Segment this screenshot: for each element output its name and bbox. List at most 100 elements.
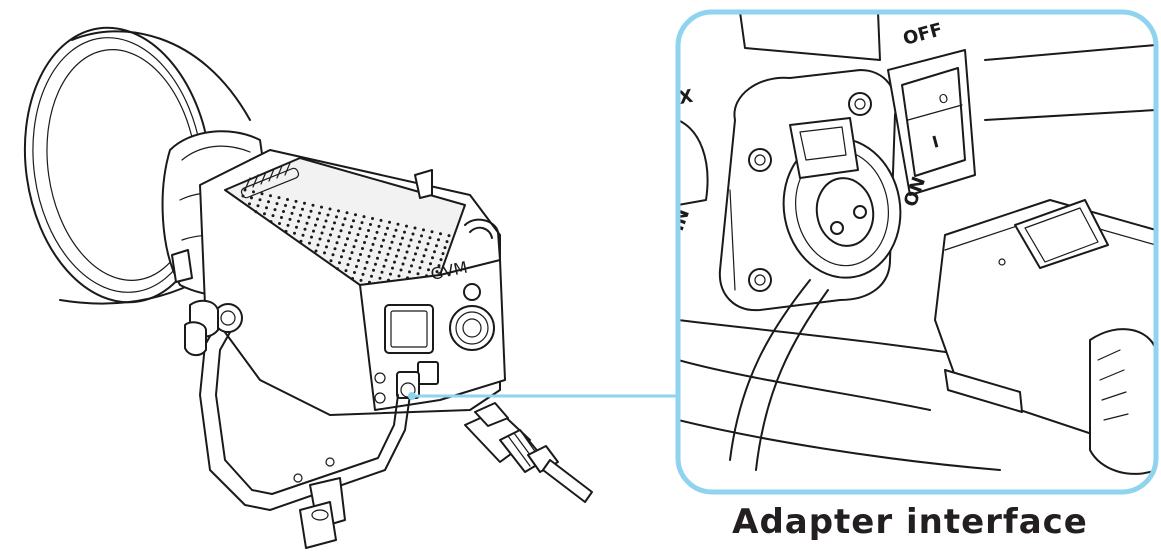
vent-hole [399, 268, 403, 272]
vent-hole [329, 233, 332, 237]
vent-hole [320, 205, 323, 209]
vent-hole [355, 265, 358, 268]
top-handle [464, 218, 501, 261]
vent-hole [358, 227, 362, 231]
vent-hole [447, 234, 451, 238]
vent-hole [293, 231, 296, 235]
vent-hole [405, 250, 409, 254]
vent-hole [372, 268, 375, 272]
vent-hole [346, 237, 349, 241]
vent-hole [359, 278, 363, 282]
vent-hole [377, 224, 381, 228]
vent-hole [408, 270, 411, 274]
vent-hole [356, 233, 360, 237]
vent-hole [411, 232, 415, 236]
vent-hole [424, 248, 428, 252]
vent-hole [309, 209, 313, 213]
vent-hole [336, 267, 339, 271]
vent-hole [427, 268, 430, 272]
vent-hole [420, 234, 423, 238]
vent-holes [241, 188, 451, 284]
vent-hole [410, 264, 413, 268]
vent-hole [278, 222, 281, 225]
vent-hole [269, 220, 273, 224]
vent-hole [352, 219, 355, 223]
vent-hole [382, 264, 386, 268]
vent-hole [256, 204, 260, 208]
vent-hole [399, 242, 402, 246]
vent-hole [301, 207, 304, 211]
switch-off-symbol: O [937, 91, 950, 107]
vent-hole [320, 231, 324, 235]
vent-hole [386, 252, 390, 256]
vent-hole [373, 236, 377, 240]
display-screen [384, 304, 434, 354]
vent-hole [430, 230, 434, 234]
vent-hole [379, 218, 383, 222]
vent-hole [380, 270, 384, 274]
vent-hole [335, 215, 338, 219]
vent-hole [338, 261, 341, 265]
vent-hole [413, 226, 417, 230]
vent-hole [370, 274, 373, 278]
switch-on-symbol: I [930, 132, 941, 152]
light-fixture: GVM [23, 26, 506, 549]
vent-hole [301, 233, 305, 237]
vent-hole [343, 217, 347, 221]
vent-hole [318, 211, 321, 215]
vent-hole [386, 226, 389, 230]
vent-hole [348, 231, 351, 235]
vent-hole [409, 238, 413, 242]
vent-hole [397, 274, 401, 278]
vent-hole [384, 232, 387, 236]
vent-hole [340, 255, 343, 259]
vent-hole [416, 246, 419, 250]
vent-hole [369, 248, 373, 252]
vent-hole [265, 206, 268, 210]
vent-hole [312, 229, 315, 233]
vent-hole [418, 266, 422, 270]
vent-hole [441, 252, 445, 256]
vent-hole [388, 246, 392, 250]
vent-hole [280, 216, 283, 219]
vent-hole [363, 241, 366, 244]
vent-hole [435, 270, 439, 274]
vent-hole [414, 252, 417, 256]
vent-hole [416, 272, 420, 276]
vent-hole [337, 209, 340, 213]
vent-hole [418, 240, 421, 244]
vent-hole [361, 247, 364, 250]
vent-hole [329, 259, 333, 263]
vent-hole [428, 236, 432, 240]
vent-hole [422, 254, 426, 258]
vent-hole [295, 225, 298, 229]
vent-hole [439, 232, 442, 236]
vent-hole [275, 202, 279, 206]
vent-hole [378, 276, 382, 280]
vent-hole [376, 256, 379, 260]
vent-hole [325, 245, 328, 249]
vent-hole [348, 257, 352, 261]
vent-hole [314, 249, 318, 253]
vent-hole [362, 215, 366, 219]
vent-hole [380, 244, 383, 248]
vent-hole [371, 242, 375, 246]
vent-hole [360, 221, 364, 225]
vent-hole [412, 258, 415, 262]
vent-hole [335, 241, 339, 245]
small-socket [396, 371, 420, 399]
vent-hole [391, 266, 394, 270]
vent-hole [401, 236, 404, 240]
vent-hole [292, 205, 296, 209]
vent-hole [437, 264, 441, 268]
vent-hole [277, 196, 281, 200]
dc-socket [782, 117, 902, 279]
vent-hole [407, 244, 411, 248]
vent-hole [284, 229, 288, 233]
vent-hole [365, 260, 369, 264]
caption-adapter-interface: Adapter interface [732, 502, 1088, 542]
vent-hole [357, 259, 360, 262]
vent-hole [308, 241, 311, 245]
small-switch [417, 361, 439, 385]
